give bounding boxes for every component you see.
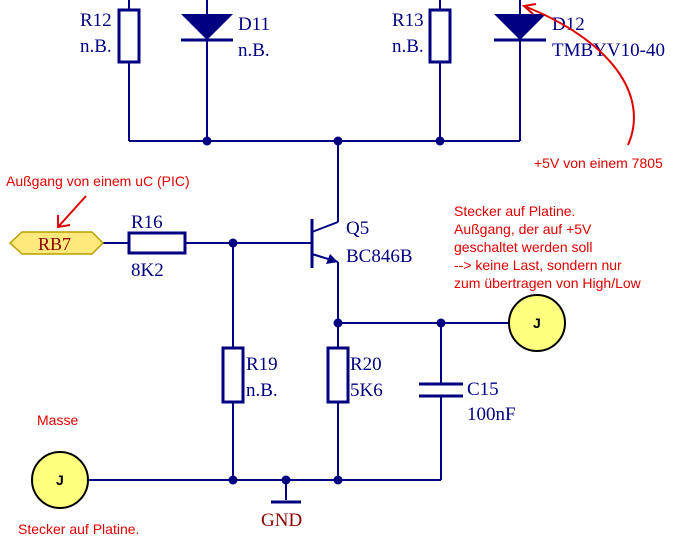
resistor-r20-body: [326, 346, 350, 404]
supply-note: +5V von einem 7805: [534, 155, 663, 171]
r19-ref: R19: [246, 354, 278, 375]
r13-value: n.B.: [392, 36, 424, 57]
c15-ref: C15: [467, 379, 499, 400]
plug-right-note-line-1: Stecker auf Platine.: [454, 203, 575, 219]
wires: [88, 0, 521, 504]
uc-output-arrow: [57, 195, 87, 229]
r16-value: 8K2: [131, 260, 164, 281]
plug-right-note-line-4: --> keine Last, sondern nur: [454, 257, 622, 273]
r13-ref: R13: [392, 10, 424, 31]
capacitor-c15-symbol: [419, 382, 463, 398]
junctions: [202, 136, 446, 485]
resistor-r16-body: [127, 231, 187, 255]
connector-right-label: J: [533, 315, 541, 331]
supply-arrow: [521, 3, 635, 146]
transistor-q5-symbol: [310, 219, 339, 268]
resistor-r19-body: [221, 346, 245, 404]
connector-left: J: [31, 451, 89, 509]
plug-right-note-line-5: zum übertragen von High/Low: [454, 275, 642, 291]
r16-ref: R16: [131, 212, 163, 233]
r12-ref: R12: [80, 10, 112, 31]
c15-value: 100nF: [467, 404, 516, 425]
resistor-r13-body: [428, 8, 452, 64]
d11-value: n.B.: [238, 40, 270, 61]
diode-d11-symbol: [181, 14, 233, 42]
resistor-r12-body: [117, 8, 141, 64]
ground-note: Masse: [37, 412, 78, 428]
diode-d12-symbol: [494, 14, 546, 42]
port-rb7-label: RB7: [38, 234, 71, 254]
uc-output-note: Außgang von einem uC (PIC): [6, 173, 190, 189]
connector-left-label: J: [56, 472, 64, 488]
r19-value: n.B.: [246, 380, 278, 401]
connector-right: J: [508, 294, 566, 352]
r12-value: n.B.: [80, 36, 112, 57]
d12-ref: D12: [552, 14, 585, 35]
r20-ref: R20: [350, 354, 382, 375]
r20-value: 5K6: [350, 380, 383, 401]
d11-ref: D11: [238, 14, 270, 35]
gnd-label: GND: [261, 510, 302, 531]
q5-value: BC846B: [346, 246, 413, 267]
q5-ref: Q5: [346, 218, 369, 239]
plug-left-note: Stecker auf Platine.: [18, 521, 139, 537]
d12-value: TMBYV10-40: [552, 40, 665, 61]
plug-right-note-line-2: Außgang, der auf +5V: [454, 221, 592, 237]
plug-right-note-line-3: geschaltet werden soll: [454, 239, 593, 255]
port-rb7-shape: [8, 231, 105, 255]
